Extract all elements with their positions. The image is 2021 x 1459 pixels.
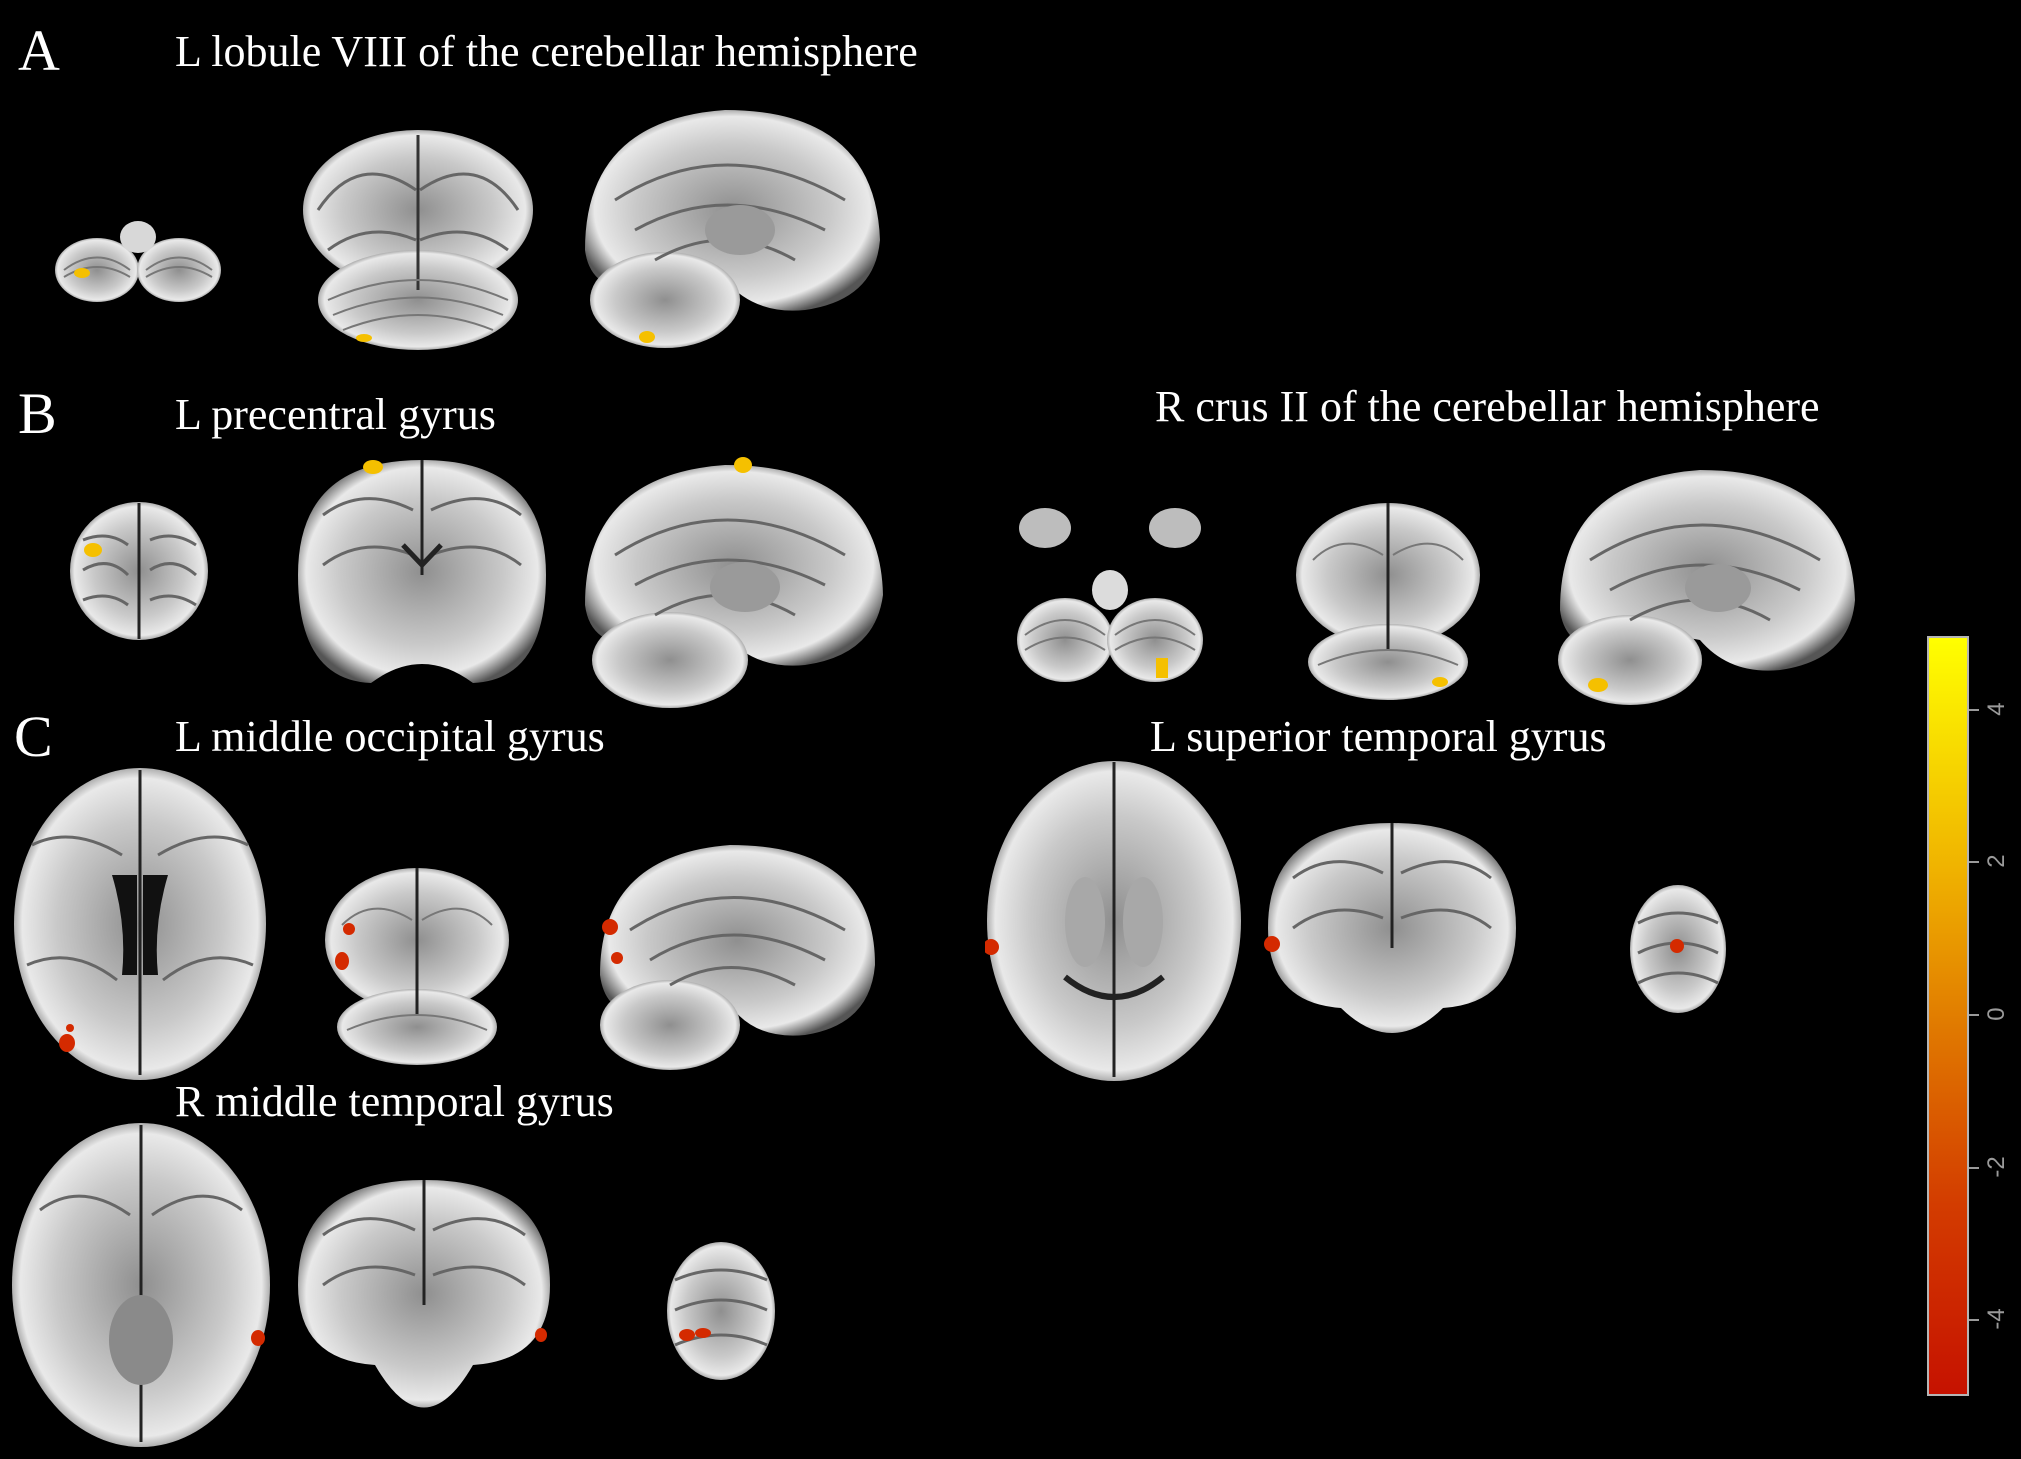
title-r-crus-ii: R crus II of the cerebellar hemisphere (1155, 382, 1820, 431)
panel-letter-b: B (18, 381, 57, 446)
colorbar-tick (1969, 861, 1979, 863)
axial-slice (12, 765, 268, 1083)
colorbar-label: 0 (1983, 1007, 2010, 1021)
title-l-lobule-viii: L lobule VIII of the cerebellar hemisphe… (175, 27, 918, 76)
sagittal-slice (665, 1240, 777, 1382)
axial-slice (1015, 500, 1205, 685)
colorbar-label: 4 (1983, 702, 2010, 716)
coronal-slice (322, 865, 512, 1065)
sagittal-slice (575, 455, 893, 710)
sagittal-slice (1628, 883, 1728, 1015)
colorbar-tick (1969, 1319, 1979, 1321)
panel-letter-a: A (18, 18, 60, 83)
title-l-superior-temporal-gyrus: L superior temporal gyrus (1150, 712, 1607, 761)
axial-slice (10, 1120, 272, 1450)
colorbar-tick (1969, 1014, 1979, 1016)
coronal-slice (293, 455, 551, 687)
sagittal-slice (1550, 460, 1860, 710)
coronal-slice (298, 130, 538, 352)
colorbar (1927, 636, 1969, 1396)
axial-slice (68, 500, 210, 642)
sagittal-slice (575, 100, 890, 352)
coronal-slice (293, 1175, 555, 1455)
axial-slice (52, 215, 224, 307)
title-l-precentral-gyrus: L precentral gyrus (175, 390, 496, 439)
colorbar-label: -4 (1983, 1308, 2010, 1330)
panel-letter-c: C (14, 704, 53, 769)
title-r-middle-temporal-gyrus: R middle temporal gyrus (175, 1077, 614, 1126)
colorbar-tick (1969, 709, 1979, 711)
colorbar-label: -2 (1983, 1156, 2010, 1178)
coronal-slice (1293, 500, 1483, 700)
colorbar-label: 2 (1983, 854, 2010, 868)
sagittal-slice (590, 835, 880, 1075)
axial-slice (985, 757, 1243, 1085)
colorbar-tick (1969, 1167, 1979, 1169)
title-l-middle-occipital-gyrus: L middle occipital gyrus (175, 712, 605, 761)
coronal-slice (1263, 818, 1521, 1060)
